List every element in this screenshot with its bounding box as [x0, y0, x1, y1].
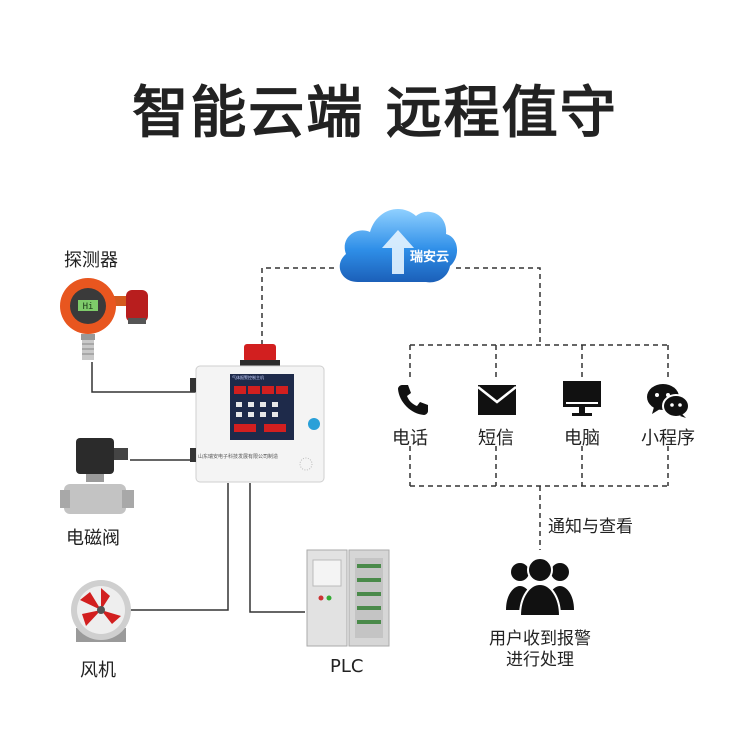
fan-icon: [66, 578, 136, 646]
wechat-icon: [646, 383, 690, 419]
fan-label: 风机: [80, 660, 116, 681]
svg-text:Hi: Hi: [83, 302, 94, 312]
cloud-label: 瑞安云: [410, 250, 450, 265]
user-group-icon: [506, 554, 574, 617]
channel-label-sms: 短信: [478, 428, 514, 449]
phone-icon: [396, 382, 430, 416]
valve-label: 电磁阀: [66, 528, 120, 549]
channel-label-computer: 电脑: [564, 428, 600, 449]
page-title: 智能云端 远程值守: [132, 81, 618, 146]
detector-label: 探测器: [64, 250, 118, 271]
user-text-line1: 用户收到报警: [489, 629, 591, 649]
channel-label-miniprogram: 小程序: [641, 428, 695, 449]
alarm-controller: [190, 340, 330, 484]
mail-icon: [477, 384, 517, 416]
plc-label: PLC: [330, 656, 364, 677]
user-text-line2: 进行处理: [506, 650, 574, 670]
solenoid-valve-icon: [60, 434, 136, 520]
plc-cabinet-icon: [305, 548, 391, 648]
cloud-icon: [330, 192, 462, 296]
channel-label-phone: 电话: [392, 428, 428, 449]
monitor-icon: [562, 380, 602, 418]
notify-label: 通知与查看: [548, 517, 633, 537]
gas-detector-icon: Hi: [48, 274, 158, 364]
controller-header: 气体报警控制主机: [232, 375, 264, 380]
controller-maker: 山东瑞安电子科技发展有限公司制造: [198, 454, 279, 460]
